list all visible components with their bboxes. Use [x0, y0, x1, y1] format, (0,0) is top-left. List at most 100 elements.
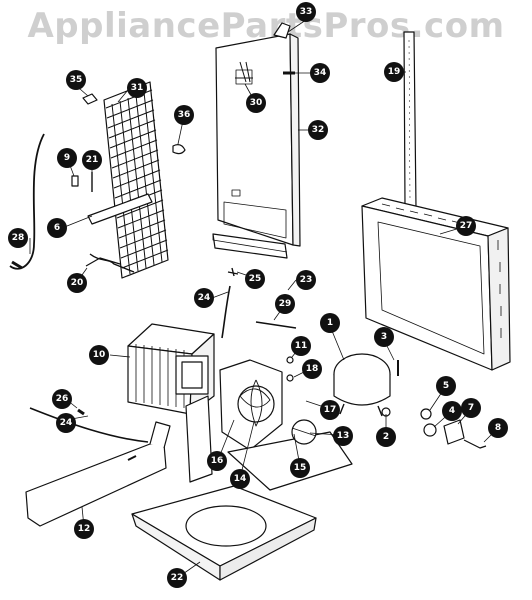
- callout-label: 3: [381, 332, 387, 342]
- callout-part-34: 34: [310, 63, 330, 83]
- evaporator-coil: [87, 81, 169, 279]
- back-panel: [215, 33, 301, 247]
- callout-label: 24: [198, 293, 211, 303]
- callout-circle: [333, 426, 353, 446]
- callout-label: 1: [327, 318, 333, 328]
- callout-part-20: 20: [67, 273, 87, 293]
- callout-circle: [310, 63, 330, 83]
- callout-part-9: 9: [57, 148, 77, 168]
- callout-part-21: 21: [82, 150, 102, 170]
- callout-circle: [296, 270, 316, 290]
- callout-part-24b: 24: [56, 413, 76, 433]
- callout-part-36: 36: [174, 105, 194, 125]
- callout-circle: [56, 413, 76, 433]
- callout-part-26: 26: [52, 389, 72, 409]
- callout-label: 7: [468, 403, 474, 413]
- insulation-block: [361, 197, 511, 371]
- callout-label: 17: [324, 405, 337, 415]
- callout-part-4: 4: [442, 401, 462, 421]
- callout-label: 10: [93, 350, 106, 360]
- callout-part-19: 19: [384, 62, 404, 82]
- callout-label: 15: [294, 463, 307, 473]
- callout-label: 20: [71, 278, 84, 288]
- callout-label: 18: [306, 364, 319, 374]
- callout-label: 28: [12, 233, 25, 243]
- callout-part-32: 32: [308, 120, 328, 140]
- callout-circle: [52, 389, 72, 409]
- callout-circle: [245, 269, 265, 289]
- callout-part-5: 5: [436, 376, 456, 396]
- callout-part-25: 25: [245, 269, 265, 289]
- callout-circle: [67, 273, 87, 293]
- callout-circle: [246, 93, 266, 113]
- rod: [255, 321, 297, 329]
- callout-circle: [174, 105, 194, 125]
- relay-parts: [420, 408, 487, 449]
- callout-circle: [442, 401, 462, 421]
- callout-part-10: 10: [89, 345, 109, 365]
- callout-label: 34: [314, 68, 327, 78]
- callout-label: 21: [86, 155, 99, 165]
- drain-pan: [131, 485, 317, 581]
- callout-label: 9: [64, 153, 70, 163]
- callout-circle: [127, 78, 147, 98]
- callout-label: 14: [234, 474, 247, 484]
- heater-clip: [172, 144, 186, 155]
- callout-circle: [436, 376, 456, 396]
- callout-part-1: 1: [320, 313, 340, 333]
- callout-circle: [296, 2, 316, 22]
- tube-lower: [29, 407, 149, 443]
- tube-upper: [221, 285, 231, 339]
- callout-circle: [167, 568, 187, 588]
- small-block: [82, 93, 98, 105]
- drain-tube: [9, 133, 45, 270]
- callout-circle: [47, 218, 67, 238]
- callout-part-18: 18: [302, 359, 322, 379]
- callout-circle: [456, 216, 476, 236]
- top-bracket: [273, 22, 291, 39]
- callout-label: 12: [78, 524, 91, 534]
- small-fasteners: [286, 356, 294, 382]
- callout-part-27: 27: [456, 216, 476, 236]
- callout-label: 35: [70, 75, 83, 85]
- strip: [403, 31, 417, 209]
- callout-part-7: 7: [461, 398, 481, 418]
- callout-circle: [461, 398, 481, 418]
- drain-trough: [212, 233, 288, 259]
- callout-label: 30: [250, 98, 263, 108]
- callout-circle: [8, 228, 28, 248]
- callout-circle: [374, 327, 394, 347]
- callout-label: 8: [495, 423, 501, 433]
- callout-part-3: 3: [374, 327, 394, 347]
- compressor: [333, 353, 391, 417]
- callout-label: 16: [211, 456, 224, 466]
- callout-circle: [320, 400, 340, 420]
- callout-label: 13: [337, 431, 350, 441]
- callout-part-24a: 24: [194, 288, 214, 308]
- callout-label: 22: [171, 573, 184, 583]
- callout-part-22: 22: [167, 568, 187, 588]
- callout-label: 31: [131, 83, 144, 93]
- callout-label: 29: [279, 299, 292, 309]
- callout-part-11: 11: [291, 336, 311, 356]
- callout-part-8: 8: [488, 418, 508, 438]
- callout-circle: [66, 70, 86, 90]
- callout-label: 26: [56, 394, 69, 404]
- callout-label: 19: [388, 67, 401, 77]
- callout-label: 36: [178, 110, 191, 120]
- callout-part-13: 13: [333, 426, 353, 446]
- callout-circle: [230, 469, 250, 489]
- callout-part-29: 29: [275, 294, 295, 314]
- callout-circle: [89, 345, 109, 365]
- callout-circle: [207, 451, 227, 471]
- callout-part-14: 14: [230, 469, 250, 489]
- callout-circle: [74, 519, 94, 539]
- base-rail: [25, 421, 171, 527]
- callout-part-6: 6: [47, 218, 67, 238]
- callout-part-12: 12: [74, 519, 94, 539]
- clip: [227, 267, 239, 277]
- callout-circle: [320, 313, 340, 333]
- callout-circle: [82, 150, 102, 170]
